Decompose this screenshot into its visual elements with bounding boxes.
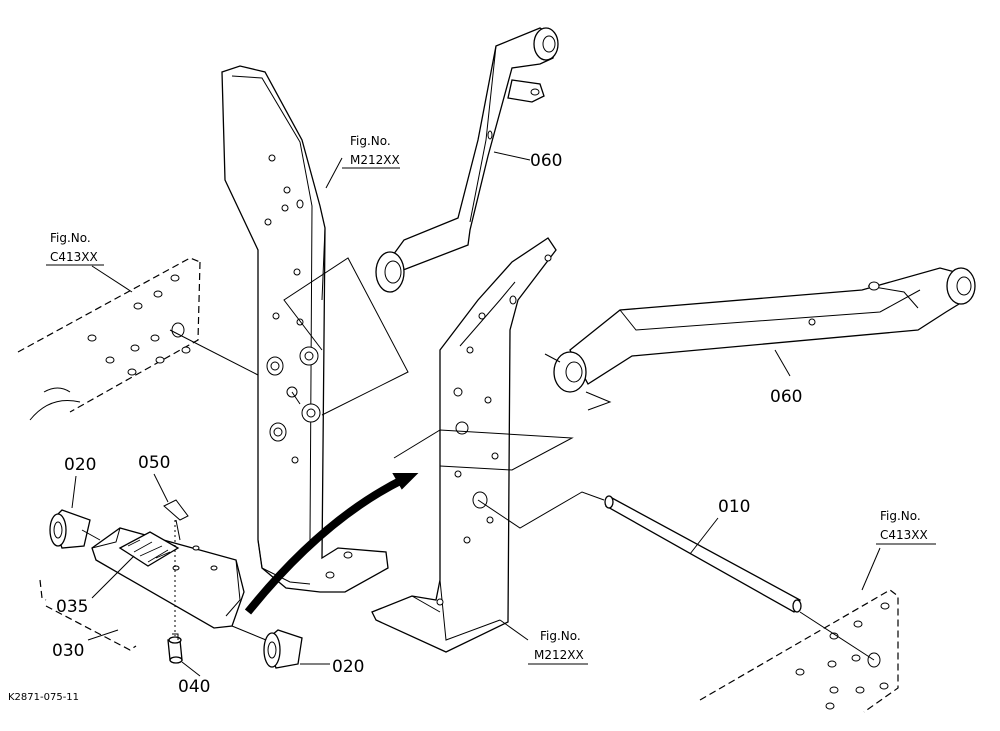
cotter-050 xyxy=(163,499,189,541)
fig-label: Fig.No. xyxy=(350,134,391,148)
bushing-top xyxy=(49,509,91,549)
fig-number: M212XX xyxy=(534,648,584,662)
part-label-060-right: 060 xyxy=(770,387,802,407)
leader-lines xyxy=(71,151,881,677)
fig-number: C413XX xyxy=(880,528,928,542)
fig-label: Fig.No. xyxy=(880,509,921,523)
pin-040 xyxy=(167,633,183,664)
part-label-035: 035 xyxy=(56,597,88,617)
fig-ref-m212-bottom: Fig.No. M212XX xyxy=(528,629,588,665)
assembly-arrow xyxy=(244,473,419,615)
fig-number: C413XX xyxy=(50,250,98,264)
part-label-030: 030 xyxy=(52,641,84,661)
part-label-010: 010 xyxy=(718,497,750,517)
fig-ref-m212-top: Fig.No. M212XX xyxy=(342,134,400,169)
pin-010 xyxy=(604,495,802,613)
left-frame-plate xyxy=(17,257,201,421)
bushing-bottom xyxy=(263,629,303,669)
drawing-code: K2871-075-11 xyxy=(8,692,79,703)
projection-lines xyxy=(81,257,875,661)
fig-label: Fig.No. xyxy=(50,231,91,245)
part-label-040: 040 xyxy=(178,677,210,697)
part-label-020-bottom: 020 xyxy=(332,657,364,677)
fig-label: Fig.No. xyxy=(540,629,581,643)
part-label-020-top: 020 xyxy=(64,455,96,475)
left-bracket xyxy=(221,65,389,593)
right-bracket xyxy=(371,237,557,653)
part-label-050: 050 xyxy=(138,453,170,473)
fig-ref-c413-left: Fig.No. C413XX xyxy=(46,231,104,266)
right-arm xyxy=(553,267,976,393)
fig-number: M212XX xyxy=(350,153,400,167)
part-label-060-top: 060 xyxy=(530,151,562,171)
upper-arm xyxy=(375,27,559,293)
fig-ref-c413-right: Fig.No. C413XX xyxy=(876,509,936,545)
